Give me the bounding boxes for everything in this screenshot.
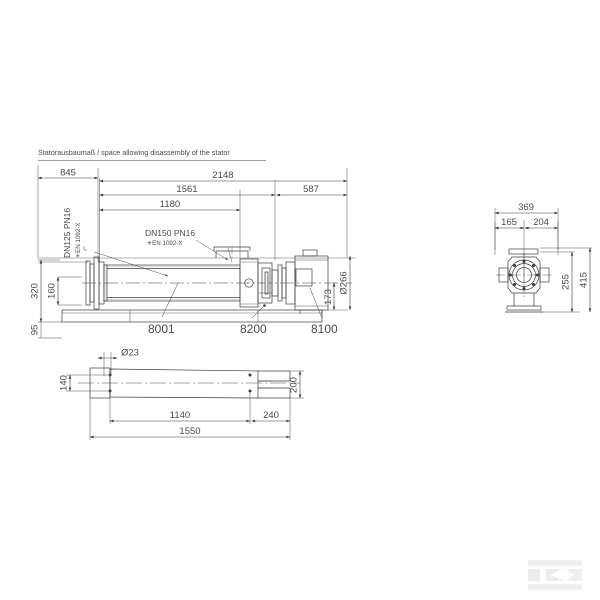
dimension-845: 845 — [37, 168, 99, 180]
dimension-165-text: 165 — [501, 217, 517, 228]
dimension-dia266-text: Ø266 — [339, 271, 350, 294]
dimension-1180: 1180 — [99, 199, 241, 212]
dimension-165: 165 — [494, 217, 525, 230]
dimension-140-text: 140 — [59, 375, 70, 391]
suction-flange-callout: DN125 PN16 ✳EN 1092-X — [62, 208, 169, 277]
dimension-415-text: 415 — [579, 272, 590, 288]
dimension-415: 415 — [579, 247, 592, 313]
dimension-204-text: 204 — [533, 217, 549, 228]
dimension-200: 200 — [289, 370, 304, 399]
stator-disassembly-note-group: Statorausbaumaß / space allowing disasse… — [38, 148, 266, 161]
discharge-flange-neck — [213, 246, 251, 258]
motor-feet — [299, 310, 323, 314]
side-view-machine — [38, 246, 356, 323]
dimension-160-text: 160 — [47, 283, 58, 299]
dimension-240: 240 — [251, 398, 291, 424]
dimension-255-text: 255 — [561, 274, 572, 290]
dimension-2148: 2148 — [99, 170, 348, 183]
base-plate-side — [61, 309, 323, 323]
dimension-95-text: 95 — [30, 325, 41, 336]
item-callout-8100: 8100 — [309, 287, 338, 336]
dimension-1140: 1140 — [109, 391, 251, 424]
dimension-1550: 1550 — [89, 398, 291, 440]
dimension-dia23: Ø23 — [97, 348, 139, 376]
dimension-95: 95 — [30, 322, 62, 339]
suction-flange-standard: ✳EN 1092-X — [75, 223, 82, 258]
dimension-1561: 1561 — [99, 184, 276, 197]
motor-8100 — [271, 249, 329, 311]
discharge-flange-callout: DN150 PN16 ✳EN 1092-X — [145, 228, 233, 263]
dimension-2148-text: 2148 — [212, 170, 233, 181]
dimension-320-text: 320 — [30, 283, 41, 299]
stator-disassembly-note: Statorausbaumaß / space allowing disasse… — [38, 148, 230, 157]
item-8100-label: 8100 — [311, 322, 338, 336]
dimension-845-text: 845 — [60, 168, 76, 179]
dimension-dia266: Ø266 — [339, 255, 352, 311]
discharge-flange-standard: ✳EN 1092-X — [147, 240, 182, 247]
dimension-240-text: 240 — [263, 410, 279, 421]
discharge-flange-designation: DN150 PN16 — [145, 228, 195, 238]
item-callout-8001: 8001 — [148, 282, 179, 336]
dimension-160: 160 — [47, 276, 82, 306]
dimension-587: 587 — [276, 184, 348, 197]
end-view-group: 369 165 204 — [494, 202, 592, 313]
dimension-200-text: 200 — [289, 377, 300, 393]
dimension-255: 255 — [561, 251, 574, 313]
dimension-1561-text: 1561 — [176, 184, 197, 195]
brand-logo-text: K — [552, 578, 553, 580]
dimension-369: 369 — [494, 202, 559, 215]
item-8001-label: 8001 — [148, 322, 175, 336]
item-8200-label: 8200 — [240, 322, 267, 336]
dimension-173: 173 — [323, 282, 348, 311]
base-plate-plan-view: Ø23 140 200 1140 — [59, 348, 304, 440]
suction-flange-designation: DN125 PN16 — [62, 208, 72, 258]
dimension-dia23-text: Ø23 — [121, 348, 139, 359]
dimension-204: 204 — [524, 217, 559, 230]
dimension-1180-text: 1180 — [160, 199, 180, 210]
mounting-holes — [108, 373, 252, 393]
dimension-320: 320 — [30, 259, 43, 323]
side-view-extension-lines — [37, 165, 348, 323]
dimension-1550-text: 1550 — [179, 426, 200, 437]
dimension-587-text: 587 — [303, 184, 319, 195]
brand-logo: K — [528, 560, 582, 590]
item-callout-8200: 8200 — [240, 304, 267, 336]
dimension-1140-text: 1140 — [170, 410, 190, 421]
dimension-140: 140 — [59, 374, 108, 392]
dimension-369-text: 369 — [518, 202, 534, 213]
end-view-housing — [496, 248, 552, 313]
dimension-173-text: 173 — [323, 289, 334, 305]
